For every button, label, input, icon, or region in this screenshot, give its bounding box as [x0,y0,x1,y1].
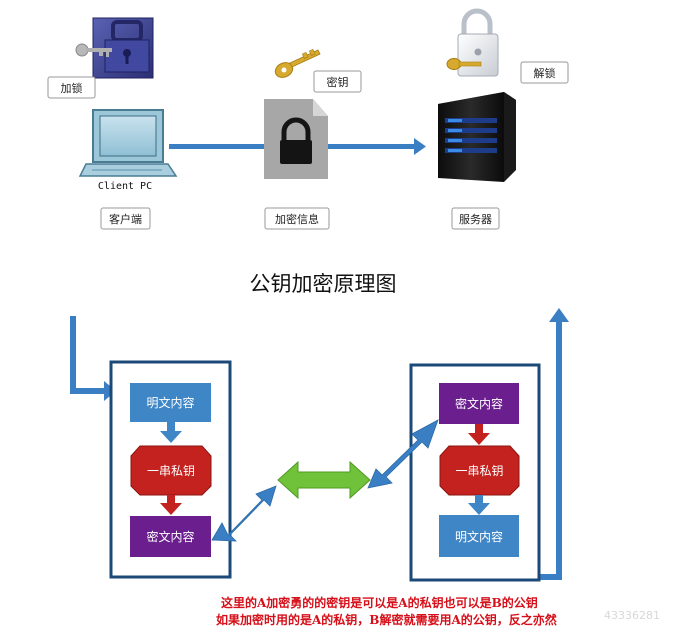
lock-label: 加锁 [47,76,96,99]
output-arrow [540,308,569,580]
encrypted-info-label: 加密信息 [264,207,330,230]
left-arrow-2 [160,495,182,515]
svg-text:一串私钥: 一串私钥 [455,464,503,478]
svg-text:密文内容: 密文内容 [455,396,503,411]
server-icon [438,92,516,182]
watermark: 43336281 [604,609,660,622]
pc-caption: Client PC [98,181,152,192]
svg-text:加密信息: 加密信息 [275,212,319,226]
left-cipher-box: 密文内容 [130,516,211,557]
svg-text:密文内容: 密文内容 [146,529,194,544]
left-link-arrow [211,485,277,542]
right-cipher-box: 密文内容 [439,383,519,424]
right-link-arrow [367,419,439,489]
note-line-1: 这里的A加密勇的的密钥是可以是A的私钥也可以是B的公钥 [221,595,538,610]
key-icon [274,48,321,78]
svg-text:服务器: 服务器 [459,213,492,226]
svg-text:明文内容: 明文内容 [146,395,194,410]
lock-icon [75,17,154,79]
note-line-2: 如果加密时用的是A的私钥，B解密就需要用A的公钥，反之亦然 [216,612,557,627]
client-label: 客户端 [100,207,151,230]
svg-text:明文内容: 明文内容 [455,529,503,544]
flow-arrow [169,138,426,155]
right-key-box: 一串私钥 [439,445,520,496]
svg-text:密钥: 密钥 [327,75,349,89]
transfer-arrow [277,460,371,500]
svg-text:加锁: 加锁 [61,81,83,95]
unlock-icon [446,8,499,77]
svg-text:一串私钥: 一串私钥 [147,464,195,478]
diagram-title: 公钥加密原理图 [250,272,397,296]
left-key-box: 一串私钥 [130,445,212,496]
client-pc-icon [78,109,178,177]
svg-text:客户端: 客户端 [109,212,142,226]
left-plain-box: 明文内容 [130,383,211,422]
server-label: 服务器 [451,207,500,230]
left-arrow-1 [160,422,182,443]
encrypted-document-icon [264,99,328,179]
svg-text:解锁: 解锁 [534,66,556,80]
unlock-label: 解锁 [520,61,569,84]
right-arrow-2 [468,495,490,515]
right-arrow-1 [468,424,490,445]
input-arrow [70,316,116,401]
key-label: 密钥 [313,70,362,93]
right-plain-box: 明文内容 [439,515,519,557]
